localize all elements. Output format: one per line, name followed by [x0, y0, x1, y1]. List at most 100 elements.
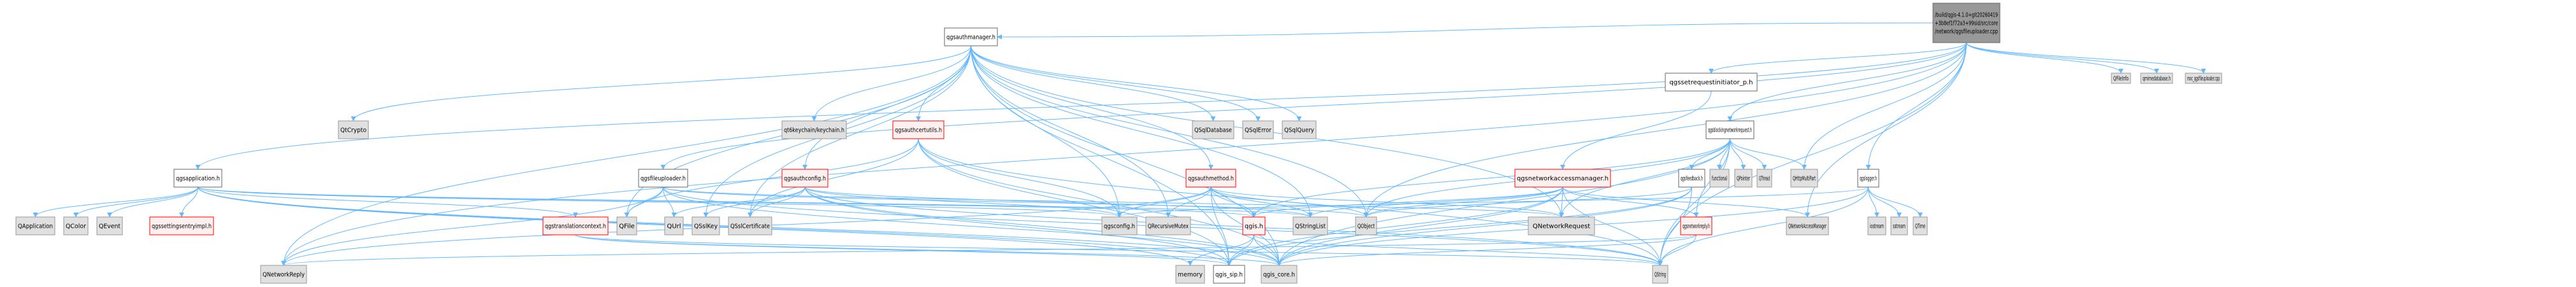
node-label: qgsauthconfig.h — [784, 176, 826, 183]
node-qnetworkreply: QNetworkReply — [260, 265, 307, 284]
edge-root-to-qfileinfo — [1966, 42, 2124, 74]
node-label: qgsblockingnetworkrequest.h — [1708, 127, 1752, 134]
edge-qgsauthmethod-to-qgis-sip — [1210, 186, 1232, 266]
node-label: qgis_sip.h — [1215, 272, 1243, 279]
node-box — [1857, 169, 1879, 188]
node-label: QPointer — [1737, 176, 1750, 183]
node-qgsauthcertutils[interactable]: qgsauthcertutils.h — [892, 120, 944, 139]
node-box — [1890, 216, 1908, 235]
node-box — [1175, 265, 1205, 284]
edge-qgsfeedback-to-qobject — [1363, 186, 1692, 218]
node-label: QNetworkReply — [263, 272, 305, 279]
node-label: qgsauthcertutils.h — [895, 127, 942, 134]
node-label: QApplication — [18, 223, 53, 230]
edge-qgsapplication-to-qevent — [107, 186, 198, 218]
edge-qgsauthmanager-to-keychain — [811, 45, 971, 122]
node-qgsnetworkaccessmanager[interactable]: qgsnetworkaccessmanager.h — [1514, 169, 1611, 188]
node-root[interactable]: /build/qgis-4.1.0+git20260419+3b8ef1f72a… — [1932, 3, 2001, 43]
edge-qgsfileuploader-to-qfile — [624, 186, 663, 218]
edge-qgsauthconfig-to-qgis-sip — [804, 186, 1232, 266]
edge-root-to-qstring — [1658, 42, 1967, 266]
node-box — [1282, 120, 1317, 139]
edge-layer — [33, 22, 2206, 266]
node-qurl: QUrl — [664, 216, 684, 235]
node-box — [1790, 169, 1818, 188]
edge-qgis-to-qgis-sip — [1226, 234, 1254, 266]
node-label: QStringList — [1295, 223, 1326, 230]
node-qgsauthconfig[interactable]: qgsauthconfig.h — [781, 169, 829, 188]
node-label: QColor — [66, 223, 87, 230]
node-box — [2111, 73, 2131, 84]
node-keychain: qt6keychain/keychain.h — [781, 120, 847, 139]
node-box — [1261, 265, 1298, 284]
node-memory: memory — [1175, 265, 1205, 284]
node-box — [63, 216, 89, 235]
node-qgis-core: qgis_core.h — [1261, 265, 1298, 284]
node-qgsapplication[interactable]: qgsapplication.h — [173, 169, 222, 188]
node-qstring: QString — [1652, 265, 1668, 284]
node-box — [2185, 73, 2222, 84]
edge-qgsblockingnetworkrequest-to-qgis — [1251, 138, 1730, 218]
edge-qgsfileuploader-to-qnetworkrequest — [663, 186, 1564, 218]
node-label: qgstranslationcontext.h — [545, 223, 606, 230]
node-box — [2140, 73, 2173, 84]
node-qgsauthmethod[interactable]: qgsauthmethod.h — [1185, 169, 1236, 188]
node-box — [1867, 216, 1886, 235]
node-box — [1213, 265, 1245, 284]
node-qgis-sip[interactable]: qgis_sip.h — [1213, 265, 1245, 284]
node-qsslkey: QSslKey — [691, 216, 720, 235]
node-box — [1101, 216, 1138, 235]
node-label: qgsnetworkaccessmanager.h — [1517, 176, 1609, 183]
node-box — [1665, 73, 1758, 92]
edge-qgsauthconfig-to-qgsconfig — [804, 186, 1122, 218]
node-box — [1192, 120, 1234, 139]
node-box — [1145, 216, 1191, 235]
node-qgsfileuploader[interactable]: qgsfileuploader.h — [638, 169, 688, 188]
edge-qgsblockingnetworkrequest-to-qhttpmultipart — [1730, 138, 1807, 170]
node-qthread: QThread — [1756, 169, 1772, 188]
node-label: QNetworkRequest — [1533, 223, 1590, 230]
node-label: qgsfileuploader.h — [640, 176, 686, 183]
node-qgslogger[interactable]: qgslogger.h — [1857, 169, 1879, 188]
node-qobject: QObject — [1355, 216, 1377, 235]
edge-qgsauthconfig-to-qstring — [804, 186, 1663, 266]
edge-qgsfileuploader-to-qobject — [663, 186, 1369, 218]
node-label: qgsnetworkreply.h — [1682, 223, 1710, 230]
edge-qgsauthconfig-to-qstringlist — [804, 186, 1313, 218]
node-label: qgslogger.h — [1860, 176, 1877, 183]
node-qgsnetworkreply[interactable]: qgsnetworkreply.h — [1680, 216, 1712, 235]
node-qgssetrequestinitiator[interactable]: qgssetrequestinitiator_p.h — [1665, 73, 1758, 92]
edge-qgsauthmanager-to-qobject — [971, 45, 1369, 218]
node-label: QHttpMultiPart — [1793, 176, 1816, 183]
node-label: qgssetrequestinitiator_p.h — [1670, 80, 1753, 87]
node-box — [1242, 120, 1274, 139]
node-box — [1185, 169, 1236, 188]
edge-qgsblockingnetworkrequest-to-qgsfeedback — [1689, 138, 1730, 170]
node-qgis[interactable]: qgis.h — [1242, 216, 1266, 235]
node-qgssettingsentryimpl[interactable]: qgssettingsentryimpl.h — [149, 216, 214, 235]
node-label: qgsauthmanager.h — [946, 34, 995, 41]
node-label: qgsapplication.h — [176, 176, 220, 183]
node-qgsauthmanager[interactable]: qgsauthmanager.h — [944, 27, 998, 46]
node-label: QTime — [1915, 223, 1925, 230]
node-qgsblockingnetworkrequest[interactable]: qgsblockingnetworkrequest.h — [1705, 120, 1755, 139]
node-label: QUrl — [667, 223, 681, 230]
node-label: QSslKey — [694, 223, 718, 230]
node-box — [1734, 169, 1753, 188]
node-label: qgis.h — [1245, 223, 1263, 230]
node-qgsfeedback[interactable]: qgsfeedback.h — [1678, 169, 1705, 188]
edge-qgsauthmanager-to-qnetworkreply — [281, 45, 971, 266]
node-moc: moc_qgsfileuploader.cpp — [2185, 73, 2222, 84]
node-box — [15, 216, 55, 235]
edge-qgsapplication-to-qcolor — [73, 186, 198, 218]
node-box — [1242, 216, 1266, 235]
node-qstringlist: QStringList — [1292, 216, 1328, 235]
node-qtcrypto: QtCrypto — [338, 120, 369, 139]
node-qgstranslationcontext[interactable]: qgstranslationcontext.h — [542, 216, 609, 235]
node-label: functional — [1712, 176, 1727, 183]
node-qpointer: QPointer — [1734, 169, 1753, 188]
edge-root-to-qnetworkaccessmanager — [1805, 42, 1967, 218]
node-label: QtCrypto — [340, 127, 366, 134]
edge-root-to-qmimedatabase — [1966, 42, 2159, 74]
edge-qgsapplication-to-qgssettingsentryimpl — [179, 186, 198, 218]
